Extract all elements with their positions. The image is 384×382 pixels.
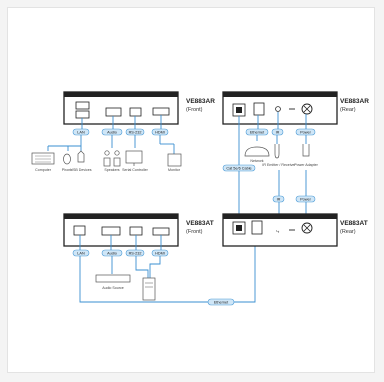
wiring-diagram: VE883AR (Front) LAN Audio RS-232 HDMI [31, 91, 369, 306]
at-front-port-lan [73, 225, 86, 236]
pill-ar-hdmi: HDMI [155, 130, 165, 134]
device-usb: USB Devices [70, 168, 91, 172]
at-front-port-rs232 [129, 226, 143, 236]
pill-at-ir: IR [277, 197, 281, 201]
ar-front-cables [47, 115, 175, 154]
device-computer: Computer [35, 168, 52, 172]
device-serial: Serial Controller [122, 168, 149, 172]
ar-rear-unit: VE883AR (Rear) [222, 91, 369, 125]
computer-icon [31, 152, 55, 165]
pill-at-audio: Audio [107, 251, 117, 255]
ar-front-side: (Front) [186, 107, 203, 113]
pill-cat-cable: Cat 5e/6 Cable [226, 166, 251, 170]
ar-rear-side: (Rear) [340, 107, 356, 113]
ar-rear-port-sfp [253, 102, 265, 116]
at-front-unit: VE883AT (Front) [63, 213, 214, 247]
ar-front-port-hdmi [152, 107, 170, 116]
ar-rear-port-ir [275, 106, 281, 112]
at-front-devices: Audio Source [95, 274, 156, 301]
ar-front-port-lan-2 [75, 110, 90, 119]
pc-tower-icon [142, 277, 156, 301]
audio-source-icon [95, 274, 131, 283]
pill-ethernet-link: Ethernet [214, 300, 229, 304]
cat-link: Cat 5e/6 Cable [222, 116, 256, 218]
diagram-frame: VE883AR (Front) LAN Audio RS-232 HDMI [7, 7, 375, 373]
ar-rear-pills: Ethernet IR Power [245, 128, 316, 136]
ar-rear-model: VE883AR [340, 98, 369, 105]
ethernet-link-pill: Ethernet [207, 298, 235, 306]
power-adapter-icon [302, 144, 310, 157]
pill-ar-ethernet: Ethernet [250, 130, 265, 134]
at-front-pills: LAN Audio RS-232 HDMI [72, 249, 169, 257]
pill-ar-lan: LAN [77, 130, 85, 134]
device-network: Network [250, 159, 263, 163]
pill-at-hdmi: HDMI [155, 251, 165, 255]
ar-front-devices: Computer Phone USB Devices Speakers Seri… [31, 150, 182, 172]
at-front-side: (Front) [186, 229, 203, 235]
pill-at-power: Power [300, 197, 311, 201]
ar-front-top-band [64, 92, 178, 97]
pill-at-rs232: RS-232 [129, 251, 142, 255]
at-rear-port-ir-glyph: ⤷ [276, 229, 279, 235]
ar-front-port-lan [75, 101, 90, 110]
ar-front-unit: VE883AR (Front) [63, 91, 215, 125]
pill-at-lan: LAN [77, 251, 85, 255]
device-speakers: Speakers [104, 168, 119, 172]
at-front-model: VE883AT [186, 220, 214, 227]
ar-rear-cables [256, 112, 307, 144]
ir-emitter-icon [274, 144, 280, 159]
device-audio-source: Audio Source [102, 286, 124, 290]
serial-controller-icon [125, 150, 143, 164]
device-power: Power Adapter [294, 163, 318, 167]
monitor-icon [167, 153, 182, 167]
at-front-cables [79, 234, 256, 303]
ar-front-model: VE883AR [186, 98, 215, 105]
phone-icon [63, 153, 71, 165]
at-front-port-hdmi [152, 227, 170, 236]
network-cloud-icon [244, 146, 270, 157]
at-rear-unit: ⤷ VE883AT (Rear) [222, 213, 368, 247]
at-rear-side: (Rear) [340, 229, 356, 235]
ar-front-pills: LAN Audio RS-232 HDMI [72, 128, 169, 136]
at-front-port-audio [101, 226, 121, 236]
usb-device-icon [77, 150, 85, 163]
device-ir: IR Emitter / Receiver [262, 163, 296, 167]
at-rear-model: VE883AT [340, 220, 368, 227]
at-rear-pills: IR Power [272, 195, 316, 203]
pill-ar-rs232: RS-232 [129, 130, 142, 134]
pill-ar-power: Power [300, 130, 311, 134]
ir-link [278, 170, 307, 218]
ar-front-port-audio [105, 107, 122, 117]
speakers-icon [103, 150, 121, 167]
device-monitor: Monitor [168, 168, 181, 172]
ar-front-port-rs232 [129, 107, 142, 117]
pill-ar-ir: IR [276, 130, 280, 134]
ar-rear-devices: Network IR Emitter / Receiver Power Adap… [244, 144, 319, 167]
device-phone: Phone [62, 168, 72, 172]
pill-ar-audio: Audio [107, 130, 117, 134]
at-rear-port-sfp [251, 220, 263, 235]
